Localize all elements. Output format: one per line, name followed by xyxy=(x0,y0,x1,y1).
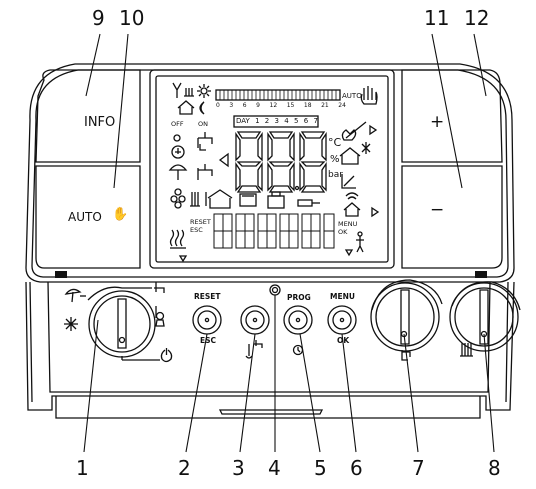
lcd-on-label: ON xyxy=(198,120,208,128)
house-snow-icon xyxy=(339,142,371,165)
info-button-label[interactable]: INFO xyxy=(84,115,116,130)
callout-12: 12 xyxy=(464,6,490,30)
menu-label: MENU xyxy=(330,292,355,301)
ok-label: OK xyxy=(337,336,350,345)
lcd-off-label: OFF xyxy=(171,120,184,128)
snowflake-selector-icon xyxy=(64,317,78,331)
plus-button[interactable] xyxy=(401,69,503,163)
callout-7: 7 xyxy=(412,456,425,480)
main-digits xyxy=(235,131,327,193)
callout-2: 2 xyxy=(178,456,191,480)
lcd-bar-unit: bar xyxy=(328,170,343,180)
callout-10: 10 xyxy=(119,6,145,30)
housing-outline xyxy=(25,63,515,283)
dhw-temperature-knob[interactable] xyxy=(370,279,443,352)
plug-icon xyxy=(297,199,320,207)
callout-4: 4 xyxy=(268,456,281,480)
sun-icon xyxy=(197,84,211,98)
reset-label: RESET xyxy=(194,292,221,301)
prog-button[interactable] xyxy=(283,305,313,335)
plus-button-label[interactable]: + xyxy=(430,112,445,132)
alphanumeric-row xyxy=(213,213,335,249)
tank-icon xyxy=(267,191,285,209)
callout-9: 9 xyxy=(92,6,105,30)
auto-button-label[interactable]: AUTO xyxy=(68,210,102,224)
power-icon xyxy=(160,348,173,363)
lcd-auto-label: AUTO xyxy=(342,92,362,100)
callout-8: 8 xyxy=(488,456,501,480)
clock-icon xyxy=(292,344,304,356)
umbrella-selector-icon xyxy=(64,288,82,303)
auto-button[interactable] xyxy=(35,165,141,269)
heating-temperature-knob[interactable] xyxy=(449,281,521,352)
reset-esc-button[interactable] xyxy=(192,305,222,335)
boiler-icon xyxy=(239,193,257,207)
flame-selector-icon xyxy=(155,311,165,327)
mode-selector-knob[interactable] xyxy=(80,286,160,361)
callout-leaders xyxy=(83,33,495,453)
person-icon xyxy=(356,231,364,253)
antenna-icon xyxy=(172,82,182,98)
dhw-button[interactable] xyxy=(240,305,270,335)
menu-ok-button[interactable] xyxy=(327,305,357,335)
lower-body xyxy=(25,281,515,411)
heating-waves-icon xyxy=(169,229,186,249)
info-button[interactable] xyxy=(35,69,141,163)
umbrella-icon xyxy=(168,164,188,180)
wrench-icon xyxy=(341,121,367,141)
callout-1: 1 xyxy=(76,456,89,480)
callout-3: 3 xyxy=(232,456,245,480)
flame-person-icon xyxy=(171,134,185,159)
hand-icon xyxy=(360,86,378,105)
esc-label: ESC xyxy=(200,336,217,345)
minus-button-label[interactable]: − xyxy=(430,200,445,220)
lcd-celsius: °C xyxy=(328,136,342,149)
moon-icon xyxy=(199,101,205,115)
status-led xyxy=(269,284,281,296)
tap-selector-icon xyxy=(154,282,165,293)
hand-icon: ✋ xyxy=(112,207,129,222)
callout-6: 6 xyxy=(350,456,363,480)
callout-5: 5 xyxy=(314,456,327,480)
thermometer-tap-icon xyxy=(245,340,263,359)
tap-icon-2 xyxy=(197,164,213,180)
lcd-display xyxy=(149,69,395,269)
lcd-percent: % xyxy=(330,154,340,165)
gauge-icon xyxy=(341,174,356,189)
bottom-slot xyxy=(218,409,324,415)
wireless-house-icon xyxy=(343,192,361,217)
radiator-icon xyxy=(190,192,200,207)
tap-knob-icon xyxy=(401,350,411,361)
radiator-lcd-icon xyxy=(184,88,194,97)
radiator-knob-icon xyxy=(460,343,473,357)
tap-lcd-icon xyxy=(197,132,213,151)
thermo-house-icon xyxy=(205,189,233,209)
fan-icon xyxy=(170,188,186,209)
house-lcd-icon xyxy=(177,100,195,115)
callout-11: 11 xyxy=(424,6,450,30)
prog-label: PROG xyxy=(287,293,311,302)
minus-button[interactable] xyxy=(401,165,503,269)
